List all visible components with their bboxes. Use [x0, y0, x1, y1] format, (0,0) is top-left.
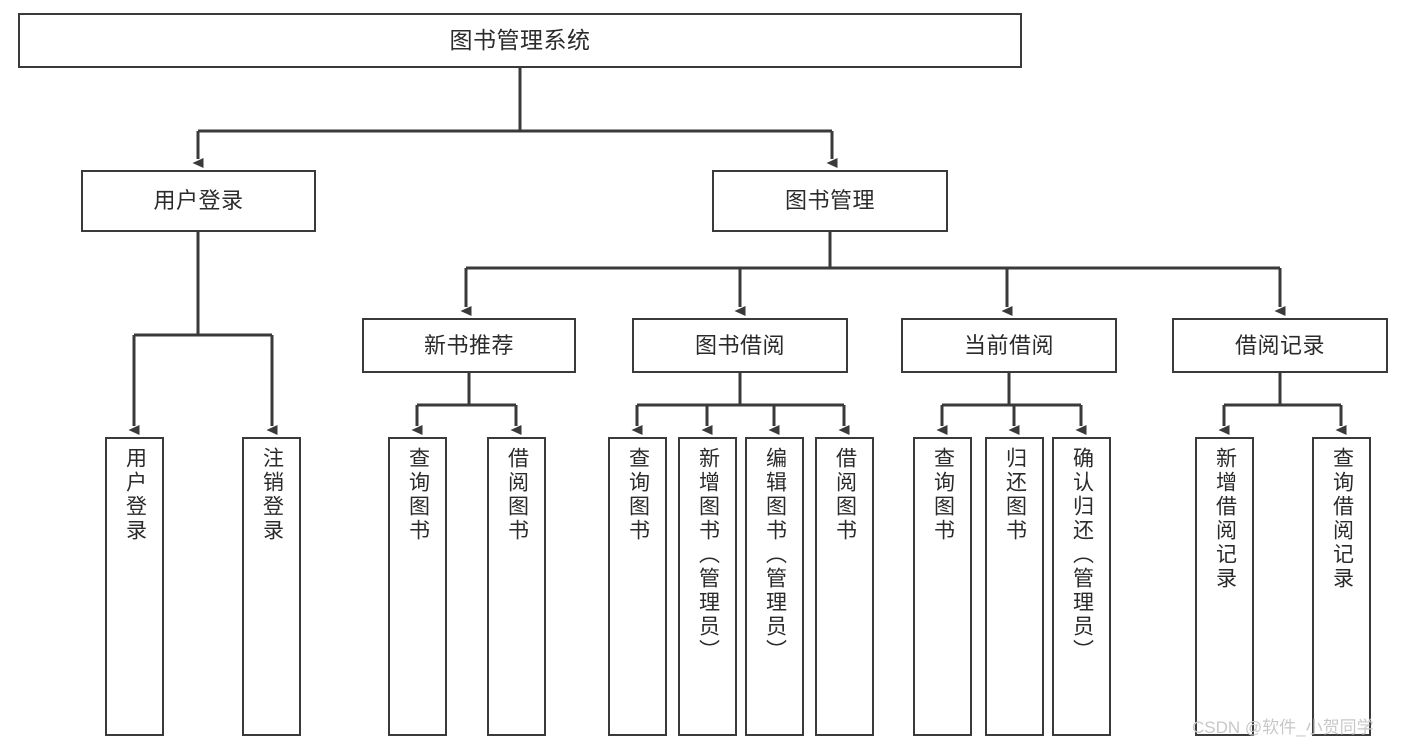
- node-leaf-query-record-label: 查询借阅记录: [1330, 447, 1354, 591]
- node-current-borrow[interactable]: 当前借阅: [901, 318, 1117, 373]
- node-leaf-add-record-label: 新增借阅记录: [1213, 447, 1237, 591]
- node-leaf-query-book-3-label: 查询图书: [931, 447, 955, 543]
- node-leaf-query-book-1-label: 查询图书: [406, 447, 430, 543]
- node-leaf-confirm-return[interactable]: 确认归还（管理员）: [1052, 437, 1111, 736]
- node-leaf-user-login[interactable]: 用户登录: [105, 437, 164, 736]
- node-root[interactable]: 图书管理系统: [18, 13, 1022, 68]
- node-new-book-rec[interactable]: 新书推荐: [362, 318, 576, 373]
- node-book-borrow-label: 图书借阅: [694, 332, 785, 358]
- node-leaf-add-book[interactable]: 新增图书（管理员）: [678, 437, 737, 736]
- node-user-login[interactable]: 用户登录: [81, 170, 316, 232]
- node-leaf-query-book-2-label: 查询图书: [626, 447, 650, 543]
- node-leaf-user-login-label: 用户登录: [123, 447, 147, 543]
- csdn-watermark: CSDN @软件_小贺同学: [1192, 718, 1374, 737]
- node-leaf-query-book-2[interactable]: 查询图书: [608, 437, 667, 736]
- node-book-borrow[interactable]: 图书借阅: [632, 318, 848, 373]
- node-leaf-add-record[interactable]: 新增借阅记录: [1195, 437, 1254, 736]
- node-leaf-query-book-1[interactable]: 查询图书: [388, 437, 447, 736]
- node-leaf-add-book-label: 新增图书（管理员）: [696, 447, 720, 663]
- node-leaf-borrow-book-2-label: 借阅图书: [833, 447, 857, 543]
- node-borrow-record[interactable]: 借阅记录: [1172, 318, 1388, 373]
- node-leaf-edit-book-label: 编辑图书（管理员）: [763, 447, 787, 663]
- node-leaf-return-book-label: 归还图书: [1003, 447, 1027, 543]
- node-book-manage[interactable]: 图书管理: [712, 170, 948, 232]
- node-leaf-logout-login-label: 注销登录: [260, 447, 284, 543]
- node-book-manage-label: 图书管理: [784, 188, 875, 214]
- node-borrow-record-label: 借阅记录: [1234, 332, 1325, 358]
- node-leaf-borrow-book-1-label: 借阅图书: [505, 447, 529, 543]
- node-current-borrow-label: 当前借阅: [963, 332, 1054, 358]
- node-user-login-label: 用户登录: [153, 188, 244, 214]
- node-root-label: 图书管理系统: [449, 27, 591, 54]
- node-leaf-query-record[interactable]: 查询借阅记录: [1312, 437, 1371, 736]
- node-leaf-return-book[interactable]: 归还图书: [985, 437, 1044, 736]
- node-leaf-logout-login[interactable]: 注销登录: [242, 437, 301, 736]
- node-leaf-borrow-book-1[interactable]: 借阅图书: [487, 437, 546, 736]
- node-leaf-borrow-book-2[interactable]: 借阅图书: [815, 437, 874, 736]
- node-new-book-rec-label: 新书推荐: [423, 332, 514, 358]
- node-leaf-query-book-3[interactable]: 查询图书: [913, 437, 972, 736]
- node-leaf-edit-book[interactable]: 编辑图书（管理员）: [745, 437, 804, 736]
- node-leaf-confirm-return-label: 确认归还（管理员）: [1070, 447, 1094, 663]
